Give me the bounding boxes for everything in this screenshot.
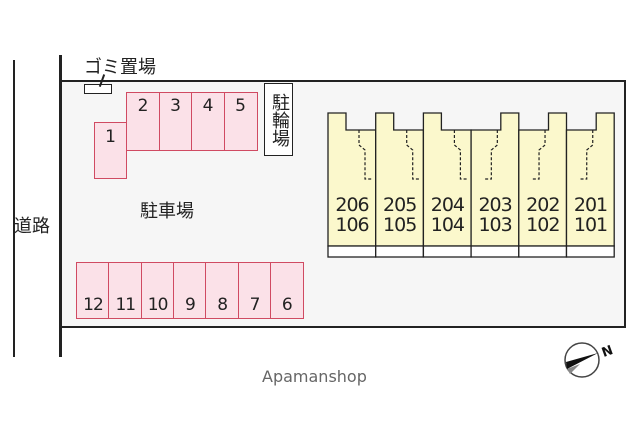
bicycle-parking: 駐輪場 (264, 83, 293, 156)
stair-dashed-line (406, 130, 420, 180)
stall-number: 10 (147, 295, 169, 315)
stall-number: 7 (249, 295, 261, 315)
stall-number: 12 (83, 295, 104, 315)
north-compass-icon: N (564, 342, 615, 378)
balcony-strip (565, 245, 615, 258)
stall-number: 9 (184, 295, 196, 315)
upper-unit-number: 202 (526, 194, 560, 216)
parking-stall-11: 11 (108, 262, 143, 319)
upper-unit-number: 205 (383, 194, 417, 216)
stall-number: 4 (202, 96, 214, 116)
stall-number: 3 (170, 96, 181, 116)
site-left-boundary (59, 55, 62, 357)
balcony-strip (375, 245, 425, 258)
balcony-strip (518, 245, 568, 258)
stair-dashed-line (532, 130, 546, 180)
parking-stall-2: 2 (126, 92, 160, 151)
stall-number: 11 (115, 295, 136, 315)
stall-number: 1 (105, 127, 116, 147)
road-line (13, 60, 15, 357)
parking-stall-4: 4 (191, 92, 225, 151)
balcony-strip (327, 245, 377, 258)
parking-label: 駐車場 (140, 201, 194, 222)
garbage-area (84, 84, 112, 94)
parking-stall-6: 6 (269, 262, 304, 319)
balcony-strip (422, 245, 472, 258)
parking-stall-1: 1 (94, 122, 127, 179)
stall-number: 8 (217, 295, 228, 315)
stall-number: 5 (235, 96, 246, 116)
stair-dashed-line (579, 130, 594, 180)
parking-stall-5: 5 (223, 92, 258, 151)
garbage-label: ゴミ置場 (84, 57, 156, 78)
lower-unit-number: 102 (526, 214, 560, 236)
stall-number: 2 (137, 96, 149, 116)
lower-unit-number: 103 (478, 214, 512, 236)
upper-unit-number: 204 (430, 194, 465, 216)
lower-unit-number: 105 (383, 214, 417, 236)
parking-stall-10: 10 (140, 262, 175, 319)
road-label: 道路 (14, 216, 50, 237)
parking-stall-9: 9 (172, 262, 207, 319)
lower-unit-number: 104 (430, 214, 465, 236)
parking-stall-3: 3 (158, 92, 193, 151)
lower-unit-number: 106 (335, 214, 369, 236)
lower-unit-number: 101 (573, 214, 608, 236)
stair-dashed-line (484, 130, 498, 180)
watermark: Apamanshop (262, 367, 367, 386)
stall-number: 6 (281, 295, 293, 315)
stair-dashed-line (358, 130, 373, 180)
bicycle-label: 駐輪場 (269, 92, 290, 147)
balcony-strip (470, 245, 520, 258)
stair-dashed-line (453, 130, 468, 180)
upper-unit-number: 203 (478, 194, 512, 216)
parking-stall-8: 8 (205, 262, 240, 319)
upper-unit-number: 206 (335, 194, 369, 216)
north-label: N (600, 343, 615, 361)
upper-unit-number: 201 (573, 194, 608, 216)
